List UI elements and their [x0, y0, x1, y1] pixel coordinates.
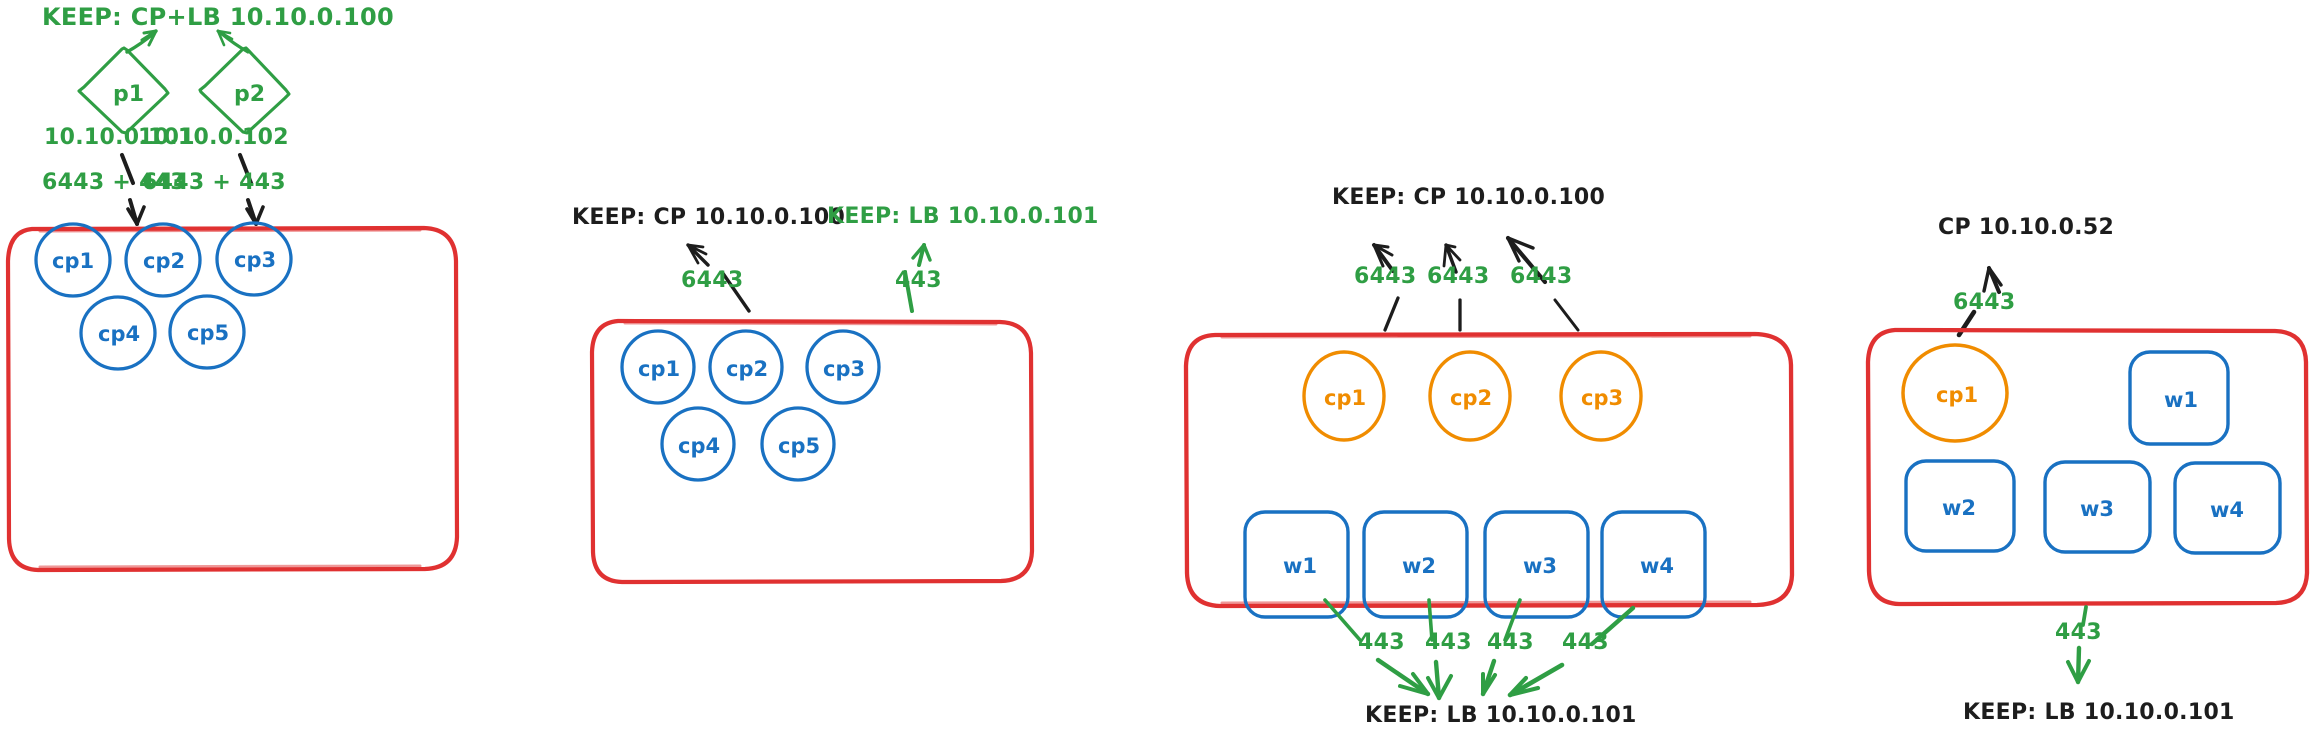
- panel-2-cp-port: 6443: [681, 268, 744, 293]
- panel-4-cp-label: CP 10.10.0.52: [1938, 215, 2115, 240]
- panel-2-node-cp1[interactable]: cp1: [638, 357, 681, 381]
- panel-1-nodes: [34, 221, 293, 371]
- panel-3-node-cp2[interactable]: cp2: [1450, 386, 1493, 410]
- panel-1-node-cp4[interactable]: cp4: [98, 322, 141, 346]
- panel-3-cp-port-3: 6443: [1510, 264, 1573, 289]
- panel-3-node-w3[interactable]: w3: [1523, 554, 1558, 578]
- panel-4-node-w3[interactable]: w3: [2080, 497, 2115, 521]
- panel-3-lb-port-3: 443: [1487, 630, 1534, 655]
- panel-3-keep-lb-label: KEEP: LB 10.10.0.101: [1365, 703, 1637, 728]
- panel-3-node-w2[interactable]: w2: [1402, 554, 1437, 578]
- panel-2-node-cp2[interactable]: cp2: [726, 357, 769, 381]
- panel-3-cluster-border: [1183, 331, 1795, 609]
- panel-3-cp-port-1: 6443: [1354, 264, 1417, 289]
- panel-4-cluster-border: [1865, 327, 2310, 607]
- p1-label: p1: [113, 82, 145, 107]
- panel-2-keep-lb-label: KEEP: LB 10.10.0.101: [827, 204, 1099, 229]
- panel-4-keep-lb-label: KEEP: LB 10.10.0.101: [1963, 700, 2235, 725]
- panel-4-cp-port: 6443: [1953, 290, 2016, 315]
- panel-4-node-cp1[interactable]: cp1: [1936, 383, 1979, 407]
- panel-1-node-cp2[interactable]: cp2: [143, 249, 186, 273]
- panel-2-node-cp3[interactable]: cp3: [823, 357, 866, 381]
- panel-3-lb-port-4: 443: [1562, 630, 1609, 655]
- panel-3-keep-cp-label: KEEP: CP 10.10.0.100: [1332, 185, 1606, 210]
- panel-3-lb-port-1: 443: [1358, 630, 1405, 655]
- p2-to-keep-arrow: [216, 29, 250, 54]
- panel-3-lb-port-2: 443: [1425, 630, 1472, 655]
- panel-2-nodes: [620, 329, 881, 482]
- panel-1-keep-label: KEEP: CP+LB 10.10.0.100: [42, 3, 395, 31]
- p2-ports-label: 6443 + 443: [142, 170, 286, 195]
- panel-3-node-w1[interactable]: w1: [1283, 554, 1318, 578]
- panel-2-node-cp4[interactable]: cp4: [678, 434, 721, 458]
- panel-1-node-cp5[interactable]: cp5: [187, 321, 230, 345]
- panel-2-keep-cp-label: KEEP: CP 10.10.0.100: [572, 205, 846, 230]
- panel-1-node-cp1[interactable]: cp1: [52, 249, 95, 273]
- panel-3-node-w4[interactable]: w4: [1640, 554, 1675, 578]
- panel-2-lb-port: 443: [895, 268, 942, 293]
- p1-ports-label: 6443 + 443: [42, 170, 186, 195]
- p2-ip-label: 10.10.0.102: [138, 125, 289, 150]
- panel-3-node-cp1[interactable]: cp1: [1324, 386, 1367, 410]
- panel-1-cluster-border: [5, 225, 460, 573]
- panel-4-node-w2[interactable]: w2: [1942, 496, 1977, 520]
- panel-4-node-w1[interactable]: w1: [2164, 388, 2199, 412]
- p1-ip-label: 10.10.0.101: [44, 125, 195, 150]
- panel-4-node-w4[interactable]: w4: [2210, 498, 2245, 522]
- panel-4-lb-port: 443: [2055, 620, 2102, 645]
- panel-3-cp-port-2: 6443: [1427, 264, 1490, 289]
- panel-2-node-cp5[interactable]: cp5: [778, 434, 821, 458]
- panel-3-node-cp3[interactable]: cp3: [1581, 386, 1624, 410]
- panel-1-node-cp3[interactable]: cp3: [234, 248, 277, 272]
- p2-label: p2: [234, 82, 266, 107]
- p1-to-keep-arrow: [125, 29, 158, 54]
